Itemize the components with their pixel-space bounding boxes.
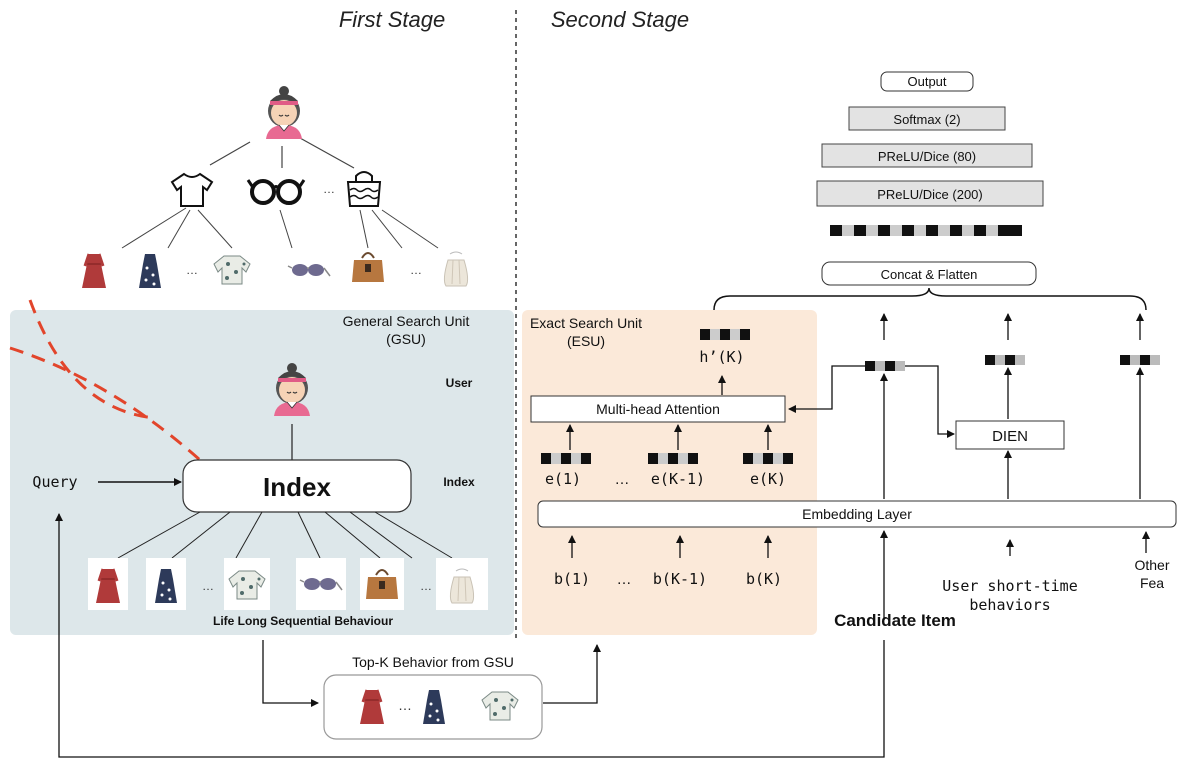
prelu200-label: PReLU/Dice (200) (877, 187, 983, 202)
embedding-layer-label: Embedding Layer (802, 506, 912, 522)
dien-output-vector (985, 355, 1025, 365)
prelu80-label: PReLU/Dice (80) (878, 149, 976, 164)
index-box-label: Index (263, 472, 331, 502)
topk-ellipsis: … (398, 697, 412, 713)
second-stage-title: Second Stage (551, 7, 689, 32)
other-label-line1: Other (1134, 557, 1169, 573)
candidate-to-query-loop (55, 513, 885, 758)
leaf-ellipsis: … (410, 263, 422, 277)
hk-vector (700, 329, 750, 340)
ek1-label: e(K-1) (651, 470, 705, 488)
query-label: Query (32, 473, 77, 491)
gsu-to-topk-arrow (262, 640, 319, 707)
glasses-icon (246, 179, 306, 205)
b1-label: b(1) (554, 570, 590, 588)
bag-icon (351, 252, 385, 283)
dress-icon (80, 252, 108, 290)
other-label-line2: Fea (1140, 575, 1164, 591)
leaf-ellipsis: … (186, 263, 198, 277)
index-label: Index (443, 475, 475, 489)
first-stage-title: First Stage (339, 7, 445, 32)
softmax-label: Softmax (2) (893, 112, 960, 127)
lifelong-ellipsis: … (202, 579, 214, 593)
hk-label: h’(K) (699, 348, 744, 366)
taxonomy-ellipsis: … (323, 182, 335, 196)
sunglasses-icon (287, 263, 331, 277)
candidate-to-attention-arrow (788, 365, 865, 413)
topk-label: Top-K Behavior from GSU (352, 654, 514, 670)
b-ellipsis: … (617, 571, 632, 588)
short-time-label-line1: User short-time (942, 577, 1077, 595)
user-avatar-icon (265, 85, 303, 140)
softmax-box (848, 106, 1006, 131)
concat-label: Concat & Flatten (881, 267, 978, 282)
flatten-vector (830, 225, 1022, 236)
dien-box (955, 420, 1065, 450)
prelu80-box (821, 143, 1033, 168)
candidate-vector (865, 361, 905, 371)
index-box (182, 459, 412, 513)
gsu-title-line1: General Search Unit (343, 313, 470, 329)
bk1-label: b(K-1) (653, 570, 707, 588)
concat-box (821, 261, 1037, 286)
ek-label: e(K) (750, 470, 786, 488)
short-time-label-line2: behaviors (969, 596, 1050, 614)
handbag-icon (346, 171, 382, 207)
index-fanout (117, 511, 453, 559)
dress-icon (139, 254, 161, 288)
bk-label: b(K) (746, 570, 782, 588)
taxonomy-tree (121, 137, 439, 249)
e1-vector (541, 453, 591, 464)
output-box (880, 71, 974, 92)
e1-label: e(1) (545, 470, 581, 488)
e-ellipsis: … (615, 471, 630, 488)
attention-label: Multi-head Attention (596, 401, 720, 417)
ek1-vector (648, 453, 698, 464)
candidate-to-dien-arrow (905, 365, 955, 438)
blouse-icon (213, 255, 251, 285)
prelu200-box (816, 180, 1044, 207)
dien-label: DIEN (992, 428, 1028, 445)
red-dashed-curve (28, 299, 156, 420)
esu-title-line1: Exact Search Unit (530, 315, 642, 331)
esu-title-line2: (ESU) (567, 333, 605, 349)
tshirt-icon (170, 172, 214, 207)
output-label: Output (907, 74, 946, 89)
red-dashed-curve (9, 346, 201, 462)
ek-vector (743, 453, 793, 464)
candidate-item-label: Candidate Item (834, 611, 956, 630)
attention-box (530, 395, 786, 423)
lifelong-ellipsis: … (420, 579, 432, 593)
topk-to-esu-arrow (543, 644, 601, 704)
concat-brace (713, 287, 1147, 311)
user-label: User (446, 376, 473, 390)
esu-panel (522, 310, 817, 635)
embedding-layer-box (537, 500, 1177, 528)
other-vector (1120, 355, 1160, 365)
gsu-title-line2: (GSU) (386, 331, 426, 347)
lifelong-label: Life Long Sequential Behaviour (213, 614, 393, 628)
pouch-icon (443, 251, 469, 287)
